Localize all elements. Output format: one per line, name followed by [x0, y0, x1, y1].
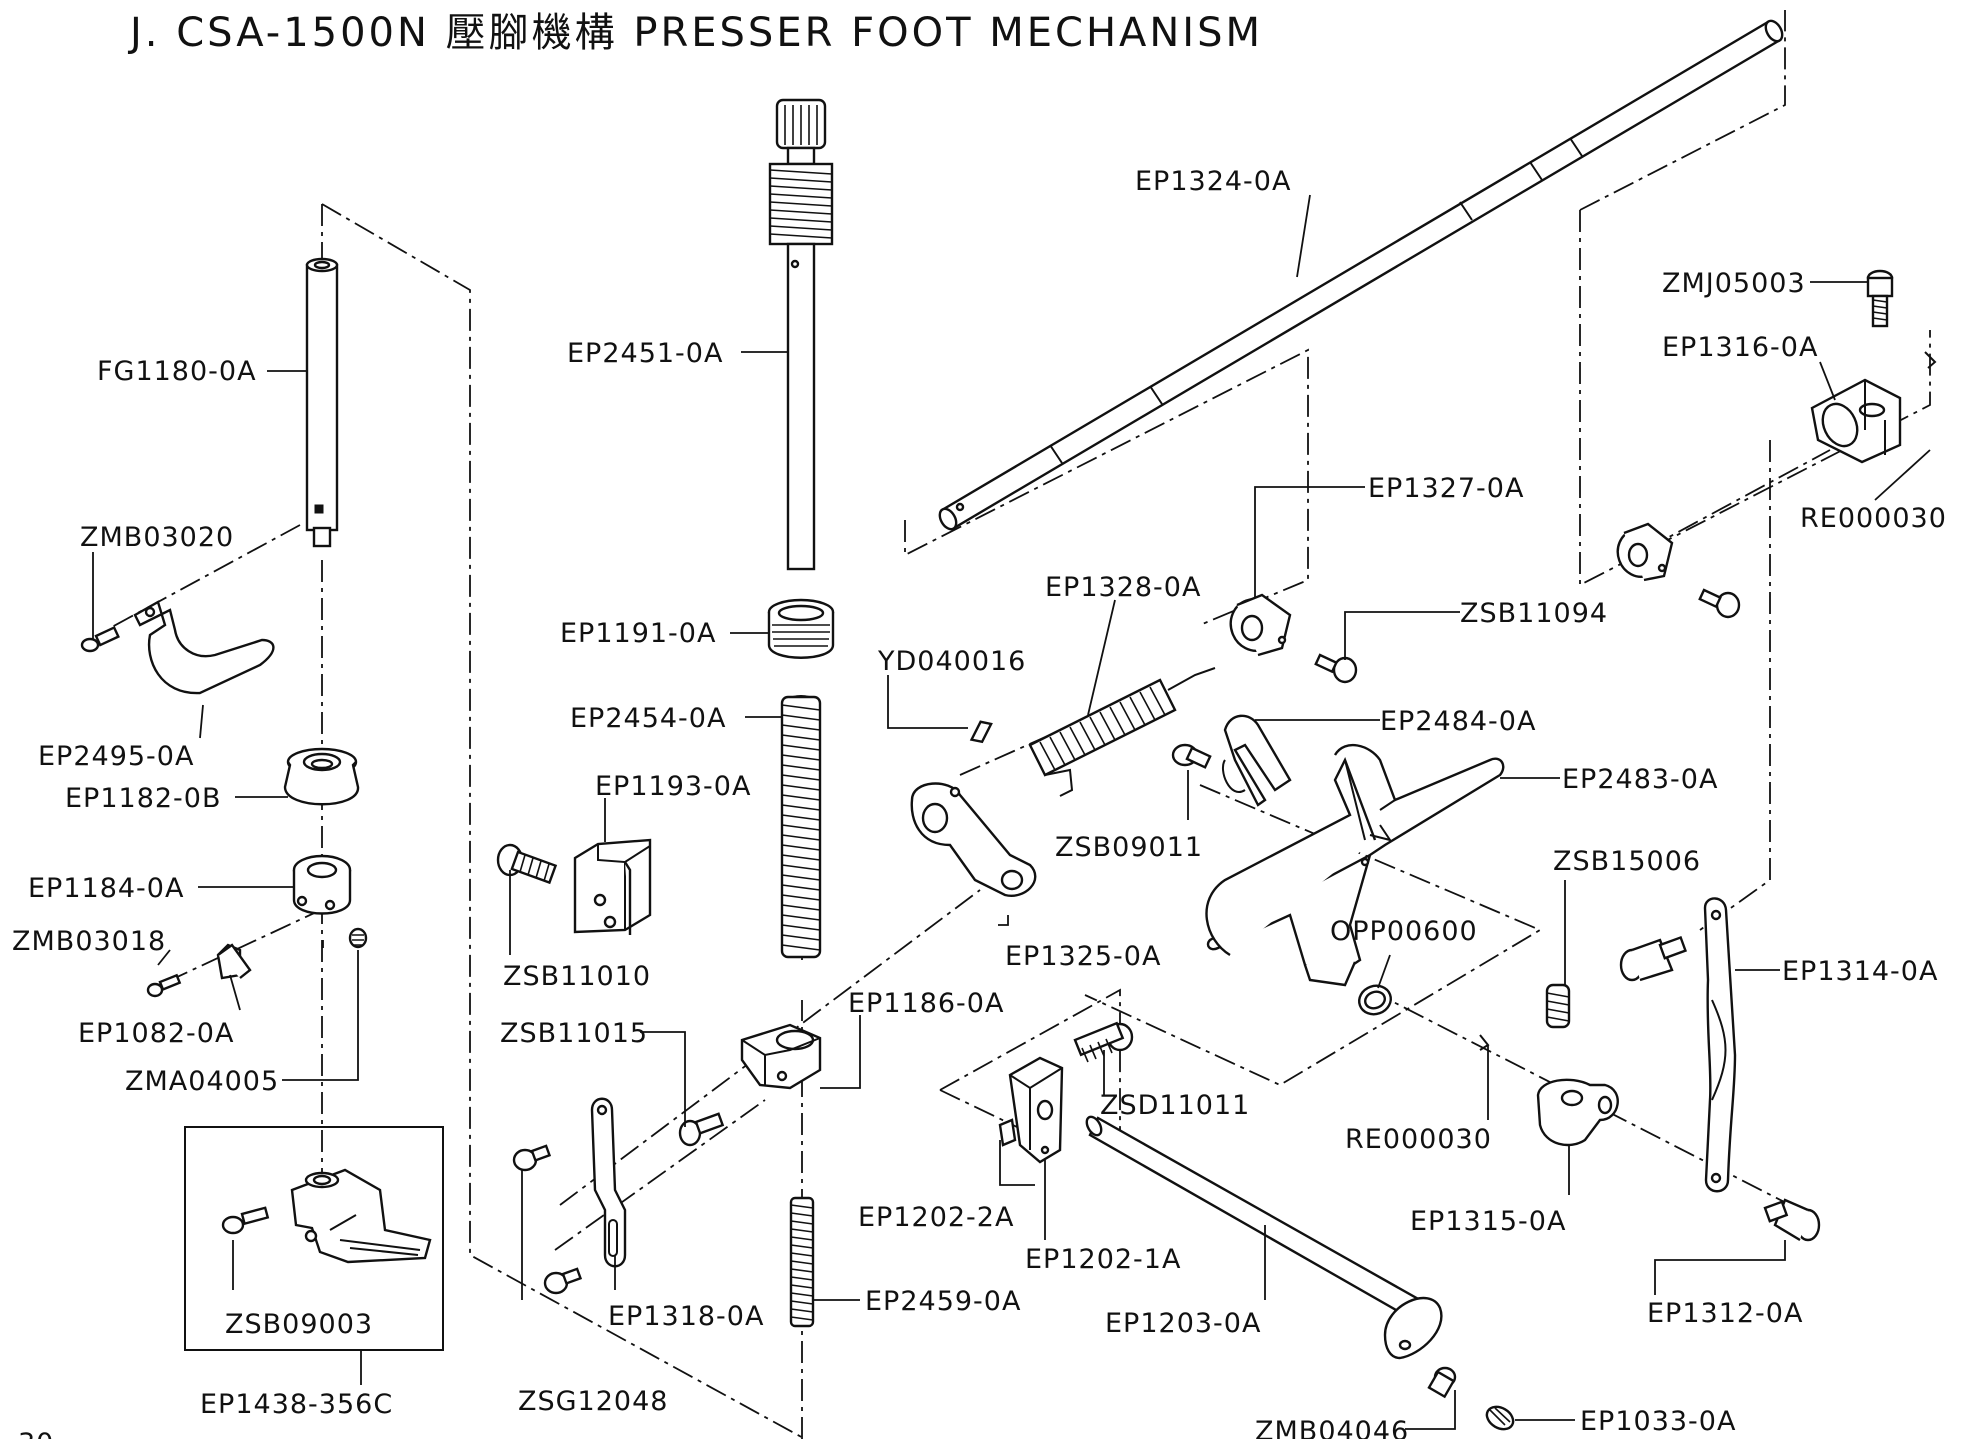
label-ep2483-0a: EP2483-0A: [1562, 764, 1718, 795]
ep2459-spring: [789, 1196, 815, 1328]
ep1186-clamp: [740, 1023, 822, 1090]
label-ep1186-0a: EP1186-0A: [848, 988, 1004, 1019]
label-zsb11010: ZSB11010: [503, 961, 651, 992]
ep1203-rod: [1085, 1115, 1443, 1360]
label-zsb09011: ZSB09011: [1055, 832, 1203, 863]
label-ep1327-0a: EP1327-0A: [1368, 473, 1524, 504]
part-labels: FG1180-0A ZMB03020 EP2495-0A EP1182-0B E…: [12, 166, 1947, 1443]
label-ep2451-0a: EP2451-0A: [567, 338, 723, 369]
opp00600-ring: [1358, 984, 1392, 1016]
label-ep1193-0a: EP1193-0A: [595, 771, 751, 802]
label-ep1315-0a: EP1315-0A: [1410, 1206, 1566, 1237]
label-ep1325-0a: EP1325-0A: [1005, 941, 1161, 972]
label-zsg12048: ZSG12048: [518, 1386, 668, 1417]
ep1202-clamp: [998, 1056, 1064, 1164]
label-ep1312-0a: EP1312-0A: [1647, 1298, 1803, 1329]
ep1191-nut: [767, 598, 835, 659]
re000030-ring-top: [1924, 351, 1937, 369]
label-zsd11011: ZSD11011: [1100, 1090, 1250, 1121]
ep1312-shoulder-screws: [1619, 935, 1821, 1242]
label-re000030-top: RE000030: [1800, 503, 1947, 534]
label-fg1180-0a: FG1180-0A: [97, 356, 257, 387]
label-zsb15006: ZSB15006: [1553, 846, 1701, 877]
label-ep1318-0a: EP1318-0A: [608, 1301, 764, 1332]
label-ep1324-0a: EP1324-0A: [1135, 166, 1291, 197]
zmb03018-screw: [146, 973, 182, 998]
ep1315-crank: [1536, 1078, 1619, 1147]
label-ep2459-0a: EP2459-0A: [865, 1286, 1021, 1317]
ep2451-rod: [768, 98, 834, 571]
ep2483-lever: [1205, 743, 1505, 987]
ep2484-bracket: [1222, 714, 1292, 807]
label-ep1438-356c: EP1438-356C: [200, 1389, 393, 1420]
label-ep1184-0a: EP1184-0A: [28, 873, 184, 904]
label-zsb09003: ZSB09003: [225, 1309, 373, 1340]
ep2495-plate: [133, 600, 275, 695]
label-zma04005: ZMA04005: [125, 1066, 279, 1097]
ep1193-block: [573, 838, 652, 935]
label-zmj05003: ZMJ05003: [1662, 268, 1806, 299]
ep1033-spring: [1485, 1405, 1515, 1431]
label-ep1328-0a: EP1328-0A: [1045, 572, 1201, 603]
zsg12048-screws: [512, 1144, 583, 1295]
label-ep2454-0a: EP2454-0A: [570, 703, 726, 734]
ep1327-collar-right: [1616, 522, 1674, 582]
label-ep1202-1a: EP1202-1A: [1025, 1244, 1181, 1275]
zsd11011-screw: [1073, 1021, 1134, 1063]
ep1314-strip: [1703, 897, 1737, 1193]
label-ep1191-0a: EP1191-0A: [560, 618, 716, 649]
zsb11010-screw: [496, 843, 558, 885]
label-ep2484-0a: EP2484-0A: [1380, 706, 1536, 737]
label-ep2495-0a: EP2495-0A: [38, 741, 194, 772]
ep1328-spring: [1028, 667, 1216, 797]
label-ep1033-0a: EP1033-0A: [1580, 1406, 1736, 1437]
label-zsb11015: ZSB11015: [500, 1018, 648, 1049]
zsb15006-setscrew: [1545, 983, 1571, 1029]
zsb11015-screw: [678, 1112, 725, 1147]
ep1082-bracket: [216, 943, 252, 980]
label-yd040016: YD040016: [877, 646, 1026, 677]
leader-lines: [92, 194, 1931, 1430]
label-ep1314-0a: EP1314-0A: [1782, 956, 1938, 987]
ep2454-spring: [780, 695, 822, 959]
label-opp00600: OPP00600: [1330, 916, 1478, 947]
ep1182-cone: [283, 747, 360, 806]
ep1327-collar-left: [1229, 593, 1292, 657]
zma04005-setscrew: [348, 927, 368, 949]
zmj05003-screw: [1866, 269, 1894, 328]
yd040016-pin: [969, 720, 993, 744]
fg1180-bar: [305, 257, 339, 548]
zmb04046-screw: [1427, 1366, 1457, 1399]
page-number: 30: [18, 1428, 54, 1439]
label-ep1082-0a: EP1082-0A: [78, 1018, 234, 1049]
label-ep1182-0b: EP1182-0B: [65, 783, 222, 814]
label-re000030-bottom: RE000030: [1345, 1124, 1492, 1155]
zmb03020-screw: [80, 625, 120, 653]
zsb09011-screw: [1171, 743, 1212, 769]
label-ep1316-0a: EP1316-0A: [1662, 332, 1818, 363]
page-title: J. CSA-1500N 壓腳機構 PRESSER FOOT MECHANISM: [127, 10, 1263, 56]
label-zmb03020: ZMB03020: [80, 522, 234, 553]
ep1325-arm: [910, 782, 1037, 897]
label-ep1202-2a: EP1202-2A: [858, 1202, 1014, 1233]
ep1184-collar: [292, 854, 352, 915]
label-zmb04046: ZMB04046: [1255, 1416, 1409, 1439]
ep1324-shaft: [938, 19, 1784, 531]
label-zsb11094: ZSB11094: [1460, 598, 1608, 629]
ep1438-box: [184, 1126, 444, 1351]
label-zmb03018: ZMB03018: [12, 926, 166, 957]
label-ep1203-0a: EP1203-0A: [1105, 1308, 1261, 1339]
ep1318-link: [590, 1097, 627, 1268]
ep1316-clamp: [1810, 378, 1902, 464]
